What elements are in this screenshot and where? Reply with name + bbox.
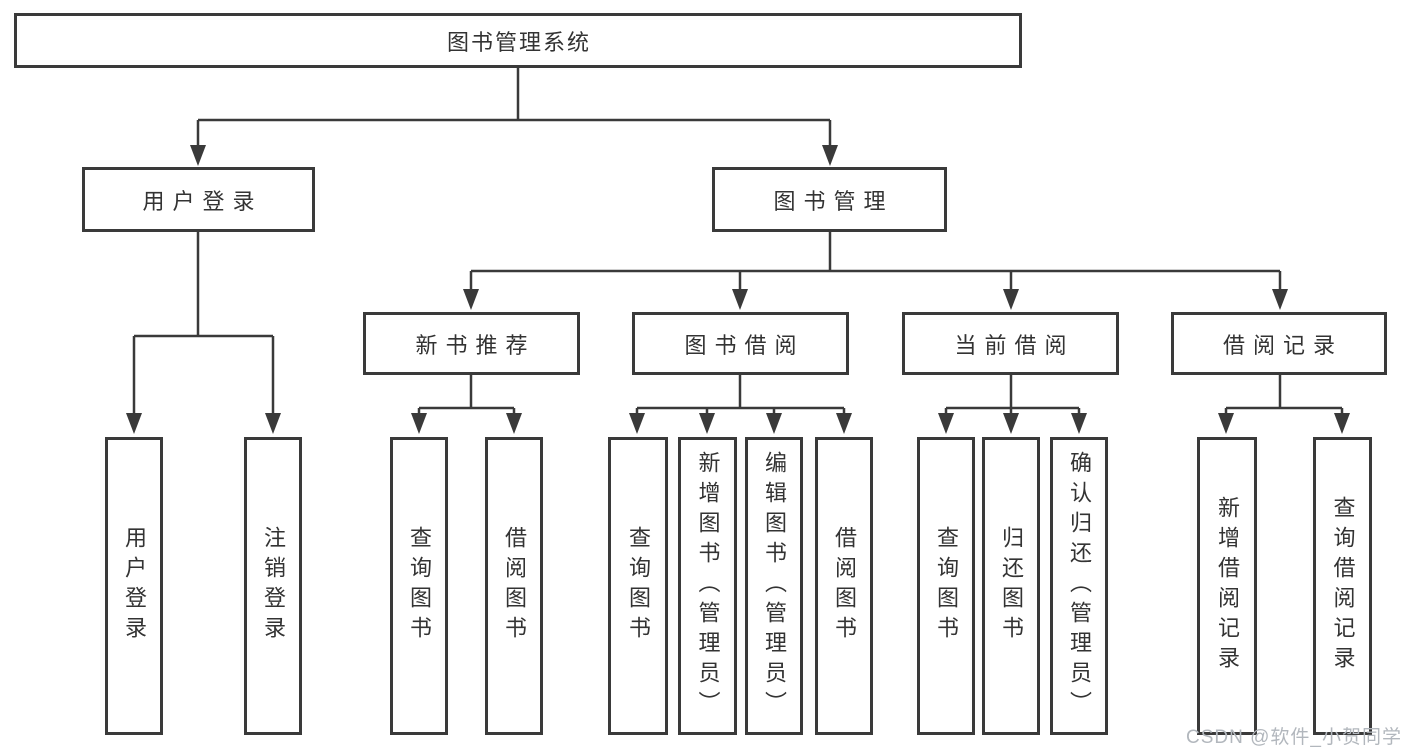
leaf-nb-borrow-book-label: 借阅图书 — [502, 526, 527, 646]
arrowhead-icon — [126, 145, 1350, 434]
leaf-logout-label: 注销登录 — [261, 526, 286, 646]
leaf-cb-confirm-return-admin: 确认归还（管理员） — [1050, 437, 1108, 735]
leaf-bb-add-book-admin: 新增图书（管理员） — [678, 437, 737, 735]
node-book-borrowing-label: 图书借阅 — [684, 332, 805, 358]
node-root: 图书管理系统 — [14, 13, 1022, 68]
leaf-cb-return-book: 归还图书 — [982, 437, 1040, 735]
watermark: CSDN @软件_小贺同学 — [1186, 727, 1402, 747]
node-book-management-label: 图书管理 — [773, 188, 894, 214]
connector-paths — [132, 68, 1344, 416]
leaf-user-login: 用户登录 — [105, 437, 163, 735]
node-book-management: 图书管理 — [712, 167, 947, 232]
leaf-cb-confirm-return-admin-label: 确认归还（管理员） — [1067, 451, 1092, 721]
leaf-nb-query-book-label: 查询图书 — [407, 526, 432, 646]
leaf-br-add-record-label: 新增借阅记录 — [1215, 496, 1240, 676]
leaf-cb-return-book-label: 归还图书 — [999, 526, 1024, 646]
leaf-cb-query-book: 查询图书 — [917, 437, 975, 735]
node-root-label: 图书管理系统 — [446, 29, 591, 55]
leaf-nb-borrow-book: 借阅图书 — [485, 437, 543, 735]
node-user-login: 用户登录 — [82, 167, 315, 232]
leaf-bb-borrow-book: 借阅图书 — [815, 437, 873, 735]
leaf-br-query-record-label: 查询借阅记录 — [1330, 496, 1356, 676]
leaf-bb-borrow-book-label: 借阅图书 — [832, 526, 857, 646]
leaf-br-add-record: 新增借阅记录 — [1197, 437, 1257, 735]
leaf-nb-query-book: 查询图书 — [390, 437, 448, 735]
leaf-bb-edit-book-admin-label: 编辑图书（管理员） — [762, 451, 787, 721]
leaf-br-query-record: 查询借阅记录 — [1313, 437, 1372, 735]
node-book-borrowing: 图书借阅 — [632, 312, 849, 375]
node-new-book-recommend-label: 新书推荐 — [415, 332, 536, 358]
leaf-bb-edit-book-admin: 编辑图书（管理员） — [745, 437, 803, 735]
node-borrowing-records-label: 借阅记录 — [1222, 332, 1343, 358]
leaf-user-login-label: 用户登录 — [122, 526, 147, 646]
leaf-cb-query-book-label: 查询图书 — [934, 526, 959, 646]
leaf-bb-query-book: 查询图书 — [608, 437, 668, 735]
node-user-login-label: 用户登录 — [142, 188, 263, 214]
leaf-bb-add-book-admin-label: 新增图书（管理员） — [695, 451, 721, 721]
node-new-book-recommend: 新书推荐 — [363, 312, 580, 375]
node-current-borrowing-label: 当前借阅 — [954, 332, 1075, 358]
node-current-borrowing: 当前借阅 — [902, 312, 1119, 375]
leaf-bb-query-book-label: 查询图书 — [626, 526, 651, 646]
node-borrowing-records: 借阅记录 — [1171, 312, 1387, 375]
leaf-logout: 注销登录 — [244, 437, 302, 735]
